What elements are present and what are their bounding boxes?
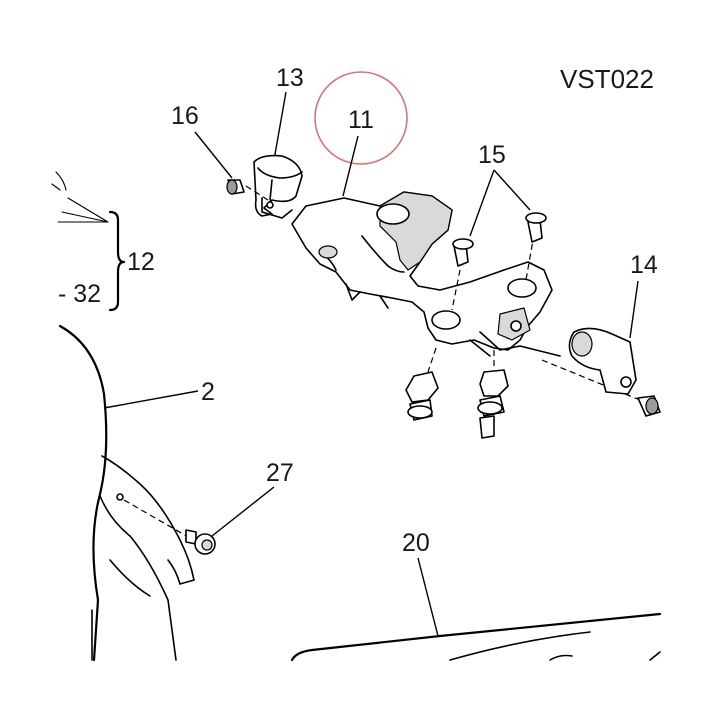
- leader-lines: [103, 91, 639, 637]
- part-15-screws: [451, 212, 547, 311]
- part-27-bolt: [123, 499, 216, 555]
- part-14-mount: [541, 327, 661, 417]
- callout-highlight-circle: [314, 71, 408, 165]
- part-2-housing: [58, 324, 195, 662]
- callout-11[interactable]: 11: [348, 106, 374, 134]
- group-bracket: [51, 171, 126, 312]
- callout-20[interactable]: 20: [402, 529, 430, 557]
- part-13-mount: [253, 154, 303, 219]
- callout-32[interactable]: - 32: [58, 280, 101, 308]
- part-11-bracket: [291, 191, 561, 357]
- part-20-panel: [290, 612, 662, 662]
- stud-bolts: [405, 347, 509, 439]
- drawing-code: VST022: [560, 64, 654, 94]
- part-16-screw: [226, 179, 269, 201]
- callout-13[interactable]: 13: [276, 64, 304, 92]
- callout-12[interactable]: 12: [127, 248, 155, 276]
- callout-2[interactable]: 2: [201, 378, 215, 406]
- callout-16[interactable]: 16: [171, 102, 199, 130]
- callout-14[interactable]: 14: [630, 251, 658, 279]
- callout-27[interactable]: 27: [266, 459, 294, 487]
- callout-15[interactable]: 15: [478, 141, 506, 169]
